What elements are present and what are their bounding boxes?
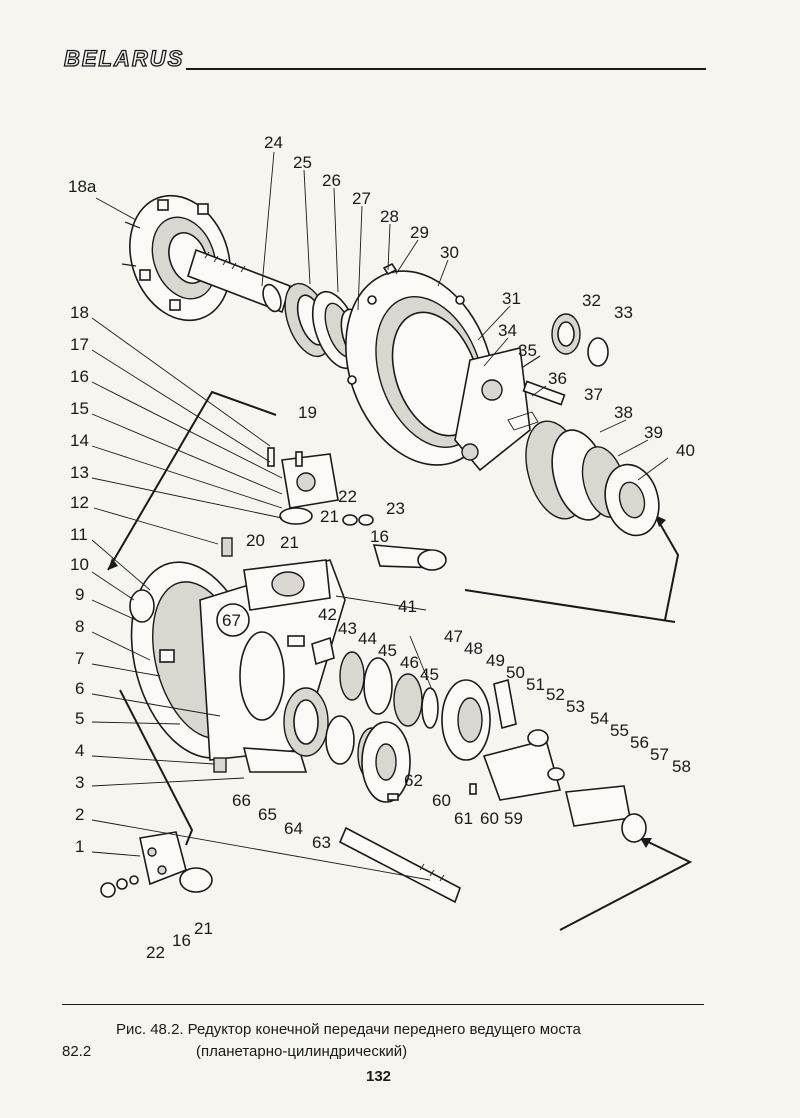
planet-carrier <box>454 347 539 472</box>
callout-67: 66 <box>232 791 251 810</box>
callout-12: 12 <box>70 493 89 512</box>
footer-rule <box>62 1004 704 1005</box>
callout-16-upper: 16 <box>370 527 389 546</box>
callout-21: 21 <box>280 533 299 552</box>
callout-33: 32 <box>582 291 601 310</box>
page-number: 132 <box>366 1068 392 1085</box>
callout-59: 58 <box>672 757 691 776</box>
callout-11: 11 <box>70 525 88 544</box>
callout-43: 42 <box>318 605 337 624</box>
callout-52: 51 <box>526 675 545 694</box>
callout-45: 44 <box>358 629 377 648</box>
caption-prefix: Рис. 48.2. <box>116 1021 184 1038</box>
callout-51: 50 <box>506 663 525 682</box>
planetary-housing <box>345 262 495 466</box>
brand-logo: BELARUS <box>63 45 185 71</box>
callout-28: 27 <box>352 189 371 208</box>
callout-7: 7 <box>75 649 84 668</box>
callout-14: 14 <box>70 431 89 450</box>
callout-13: 13 <box>70 463 89 482</box>
caption-subtitle: (планетарно-цилиндрический) <box>196 1043 408 1060</box>
callout-32: 31 <box>502 289 521 308</box>
callout-5: 5 <box>75 709 84 728</box>
callout-17: 17 <box>70 335 89 354</box>
callout-39: 38 <box>614 403 633 422</box>
section-number: 82.2 <box>62 1043 92 1060</box>
callout-53: 52 <box>546 685 565 704</box>
callout-56: 55 <box>610 721 629 740</box>
callout-63: 62 <box>404 771 423 790</box>
lower-bracket <box>100 831 213 898</box>
callout-50: 49 <box>486 651 505 670</box>
callout-8: 8 <box>75 617 84 636</box>
splined-shaft <box>187 248 291 314</box>
callout-54: 53 <box>566 697 585 716</box>
caption-title: Редуктор конечной передачи переднего вед… <box>187 1021 581 1038</box>
callout-40: 39 <box>644 423 663 442</box>
callout-38: 37 <box>584 385 603 404</box>
callout-9: 9 <box>75 585 84 604</box>
callout-41: 40 <box>676 441 695 460</box>
callout-20: 20 <box>246 531 265 550</box>
callout-68: 67 <box>222 611 241 630</box>
swivel-bracket <box>267 447 447 571</box>
leader-lines <box>91 151 669 881</box>
callout-65: 64 <box>284 819 303 838</box>
callout-58: 57 <box>650 745 669 764</box>
callout-61-b: 60 <box>480 809 499 828</box>
callout-15: 15 <box>70 399 89 418</box>
callout-42: 41 <box>398 597 417 616</box>
callout-66: 65 <box>258 805 277 824</box>
final-drive-housing <box>129 537 346 773</box>
callout-46-b: 45 <box>420 665 439 684</box>
callout-labels: 18а 24 25 26 27 28 29 30 31 32 33 34 35 … <box>68 133 695 962</box>
figure-caption: Рис. 48.2.Редуктор конечной передачи пер… <box>116 1020 581 1060</box>
callout-18: 18 <box>70 303 89 322</box>
callout-3: 3 <box>75 773 84 792</box>
callout-10: 10 <box>70 555 89 574</box>
callout-24: 23 <box>386 499 405 518</box>
callout-18a: 18а <box>68 177 97 196</box>
callout-49: 48 <box>464 639 483 658</box>
callout-64: 63 <box>312 833 331 852</box>
callout-22-lower: 21 <box>194 919 213 938</box>
callout-16-lower: 16 <box>172 931 191 950</box>
callout-23-upper: 22 <box>338 487 357 506</box>
callout-1: 1 <box>75 837 84 856</box>
callout-62: 61 <box>454 809 473 828</box>
callout-6: 6 <box>75 679 84 698</box>
callout-30: 29 <box>410 223 429 242</box>
gear-pair-33-34 <box>551 313 609 367</box>
header-rule <box>186 68 706 70</box>
callout-22-upper: 21 <box>320 507 339 526</box>
callout-35: 34 <box>498 321 517 340</box>
callout-2: 2 <box>75 805 84 824</box>
lower-drive-components <box>283 635 647 904</box>
callout-46-a: 45 <box>378 641 397 660</box>
gear-38-41 <box>522 380 660 537</box>
callout-34: 33 <box>614 303 633 322</box>
callout-23-lower: 22 <box>146 943 165 962</box>
callout-48: 47 <box>444 627 463 646</box>
callout-25: 24 <box>264 133 283 152</box>
callout-47: 46 <box>400 653 419 672</box>
callout-44: 43 <box>338 619 357 638</box>
callout-19: 19 <box>298 403 317 422</box>
callout-37: 36 <box>548 369 567 388</box>
callout-29: 28 <box>380 207 399 226</box>
callout-60: 59 <box>504 809 523 828</box>
callout-16: 16 <box>70 367 89 386</box>
callout-36: 35 <box>518 341 537 360</box>
callout-26: 25 <box>293 153 312 172</box>
wheel-hub-flange <box>121 194 231 322</box>
callout-55: 54 <box>590 709 609 728</box>
callout-4: 4 <box>75 741 84 760</box>
callout-27: 26 <box>322 171 341 190</box>
exploded-view-diagram: 18а 24 25 26 27 28 29 30 31 32 33 34 35 … <box>68 133 695 962</box>
callout-31: 30 <box>440 243 459 262</box>
callout-61-a: 60 <box>432 791 451 810</box>
callout-57: 56 <box>630 733 649 752</box>
